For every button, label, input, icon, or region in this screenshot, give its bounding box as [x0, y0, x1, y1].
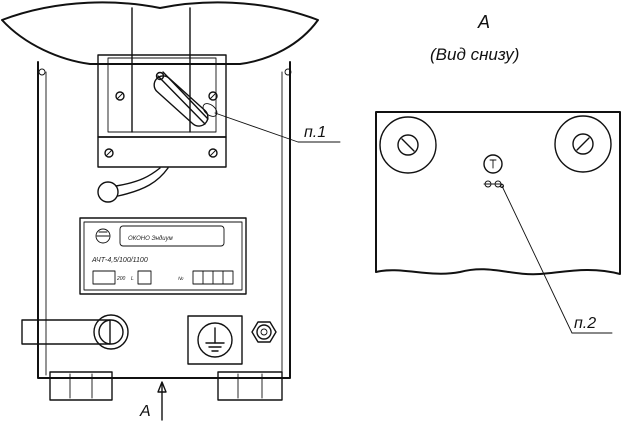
foot-right-inner	[572, 133, 594, 155]
view-title: A	[477, 12, 490, 32]
field-box-2	[137, 270, 152, 285]
field-mid-label: L	[131, 276, 134, 282]
callout-1: п.1	[202, 103, 341, 143]
flange-screw-tl	[115, 91, 125, 101]
callout-2-leader	[501, 185, 613, 334]
foot-left-outer	[379, 116, 437, 174]
pipe-bend	[115, 167, 161, 187]
inlet-fitting-inner	[98, 319, 124, 345]
pipe-ring	[97, 181, 119, 203]
view-arrow-label: A	[139, 403, 151, 420]
foot-right-outer	[554, 115, 612, 173]
drain-fitting	[483, 154, 503, 174]
field-right-label: №	[178, 276, 184, 282]
upper-flange-inner	[107, 57, 217, 133]
ground-terminal-box	[187, 315, 243, 365]
flange-screw-tr	[208, 91, 218, 101]
lever-pivot	[155, 71, 165, 81]
front-view: ОКОНО Эндиум АЧТ-4,5/100/1100 200 L №	[1, 1, 319, 421]
base-plate	[375, 111, 621, 276]
field-left-label: 200	[116, 276, 126, 282]
plate-screw-right	[208, 148, 218, 158]
nameplate	[79, 217, 247, 295]
ground-symbol-ring	[197, 322, 233, 358]
top-cover	[1, 1, 319, 65]
callout-2-label: п.2	[574, 315, 596, 332]
nameplate-banner	[119, 225, 225, 247]
company-logo	[95, 228, 111, 244]
foot-right	[217, 371, 283, 401]
lower-plate	[97, 136, 227, 168]
plate-screw-left	[104, 148, 114, 158]
lever	[157, 75, 206, 125]
lever-slot	[153, 75, 209, 127]
view-subtitle: (Вид снизу)	[430, 45, 519, 64]
foot-left-inner	[397, 134, 419, 156]
field-box-1	[92, 270, 116, 285]
top-screw-right	[284, 68, 292, 76]
bottom-view: A (Вид снизу) п.2	[375, 12, 621, 334]
callout-1-label: п.1	[304, 124, 326, 141]
inlet-fitting-outer	[93, 314, 129, 350]
hex-nut	[251, 321, 277, 343]
model-label: АЧТ-4,5/100/1100	[91, 257, 148, 264]
inlet-pipe	[21, 319, 111, 345]
housing	[37, 61, 291, 379]
company-name: ОКОНО Эндиум	[128, 236, 173, 242]
foot-left	[49, 371, 113, 401]
top-screw-left	[38, 68, 46, 76]
